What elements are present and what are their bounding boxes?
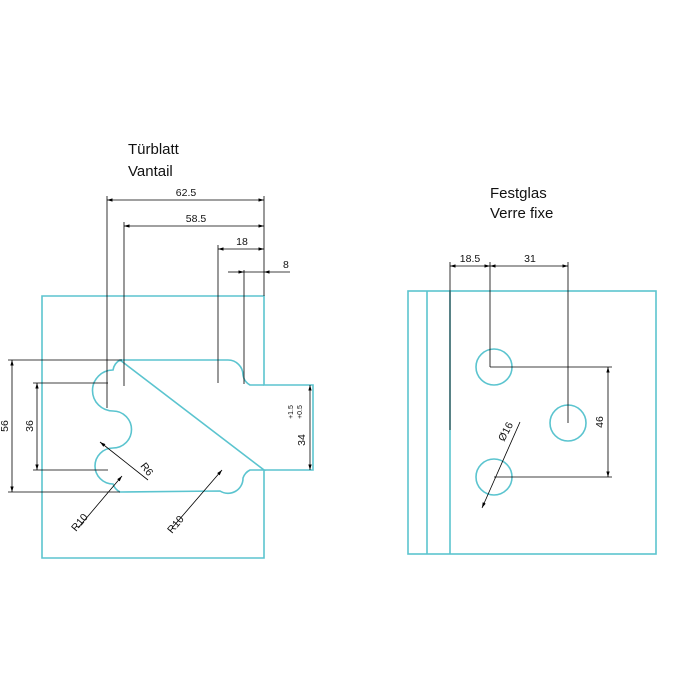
dim-34-tol-minus: +0.5 — [297, 405, 304, 419]
door-leaf-title-fr: Vantail — [128, 163, 173, 180]
dim-8: 8 — [283, 259, 289, 271]
dim-dia16: Ø16 — [496, 420, 516, 443]
door-leaf-cutout — [91, 359, 267, 495]
dim-56: 56 — [0, 420, 11, 432]
dim-46: 46 — [594, 416, 606, 428]
fixed-glass-title-fr: Verre fixe — [490, 205, 553, 222]
dim-18: 18 — [236, 236, 248, 248]
dim-58-5: 58.5 — [186, 213, 207, 225]
dim-r6: R6 — [138, 460, 156, 478]
door-leaf-drawing: Türblatt Vantail 62.5 58.5 18 8 56 — [0, 141, 314, 559]
dim-34-tol-plus: +1.5 — [288, 405, 295, 419]
dim-r10-right: R10 — [165, 513, 187, 536]
fixed-glass-title-de: Festglas — [490, 185, 547, 202]
fixed-glass-drawing: Festglas Verre fixe 18.5 31 46 Ø16 — [407, 185, 657, 555]
dim-62-5: 62.5 — [176, 187, 197, 199]
dim-36: 36 — [24, 420, 36, 432]
dim-18-5: 18.5 — [460, 253, 481, 265]
dim-31: 31 — [524, 253, 536, 265]
door-leaf-outline — [41, 295, 314, 559]
fixed-glass-outline — [407, 290, 657, 555]
dim-r10-left: R10 — [69, 511, 91, 534]
dim-34: 34 — [296, 434, 308, 446]
door-leaf-title-de: Türblatt — [128, 141, 180, 158]
